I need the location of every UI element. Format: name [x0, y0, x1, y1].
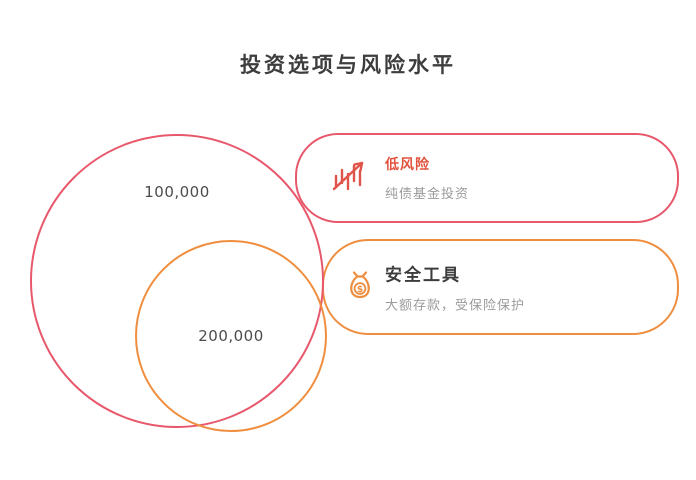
- card-low-risk-label: 低风险: [385, 157, 430, 173]
- card-low-risk: 低风险 纯债基金投资: [295, 133, 679, 223]
- money-bag-icon: $: [340, 266, 380, 306]
- card-low-risk-description: 纯债基金投资: [385, 187, 470, 202]
- bubble-safety: 200,000: [135, 240, 327, 432]
- page-title: 投资选项与风险水平: [240, 53, 456, 77]
- bubble-safety-value: 200,000: [198, 327, 264, 345]
- card-safety-description: 大额存款，受保险保护: [385, 298, 526, 314]
- card-safety-label: 安全工具: [385, 265, 461, 286]
- card-low-risk-text-block: 低风险 纯债基金投资: [385, 154, 469, 202]
- bubble-low-risk-value: 100,000: [144, 183, 210, 201]
- card-safety-text-block: 安全工具 大额存款，受保险保护: [385, 261, 525, 314]
- svg-text:$: $: [357, 285, 363, 295]
- card-safety-tools: $ 安全工具 大额存款，受保险保护: [322, 239, 679, 335]
- rising-stock-chart-icon: [329, 156, 369, 196]
- bubble-low-risk: 100,000: [30, 134, 324, 428]
